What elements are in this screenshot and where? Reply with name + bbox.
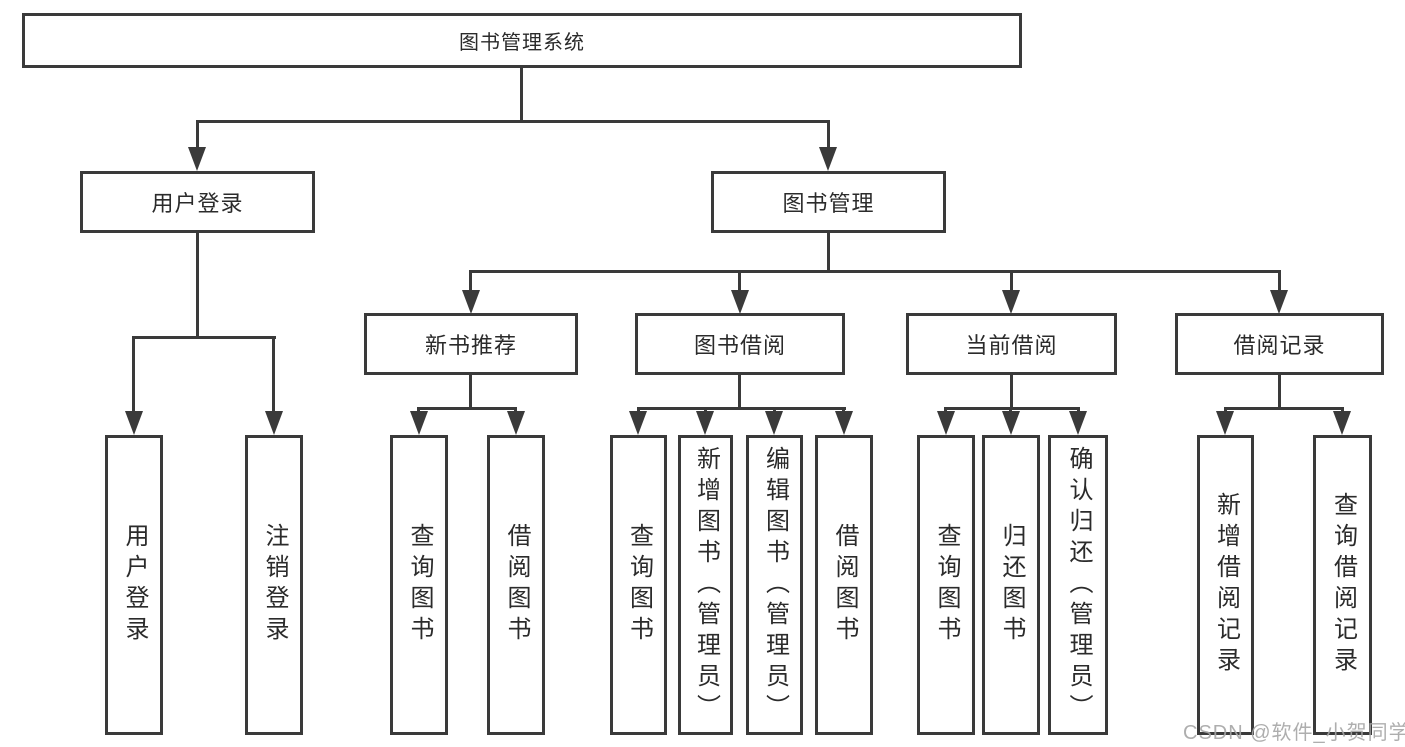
arrow-down-icon xyxy=(819,147,837,171)
connector-line xyxy=(132,336,276,339)
arrow-down-icon xyxy=(1002,290,1020,314)
node-current-borrow: 当前借阅 xyxy=(906,313,1117,375)
connector-line xyxy=(1278,375,1281,410)
connector-line xyxy=(196,120,830,123)
connector-line xyxy=(827,120,830,152)
node-label: 编辑图书（管理员） xyxy=(761,445,789,725)
arrow-down-icon xyxy=(696,411,714,435)
node-query-books: 查询图书 xyxy=(610,435,667,735)
node-book-management: 图书管理 xyxy=(711,171,946,233)
connector-line xyxy=(196,120,199,152)
node-query-borrow-record: 查询借阅记录 xyxy=(1313,435,1372,735)
node-user-login: 用户登录 xyxy=(80,171,315,233)
connector-line xyxy=(637,407,846,410)
arrow-down-icon xyxy=(1002,411,1020,435)
connector-line xyxy=(469,270,472,296)
connector-line xyxy=(520,68,523,123)
node-label: 用户登录 xyxy=(121,523,148,647)
node-label: 借阅记录 xyxy=(1233,333,1326,358)
node-return-books: 归还图书 xyxy=(982,435,1040,735)
node-label: 确认归还（管理员） xyxy=(1065,445,1092,725)
node-query-books: 查询图书 xyxy=(390,435,448,735)
arrow-down-icon xyxy=(1069,411,1087,435)
arrow-down-icon xyxy=(937,411,955,435)
arrow-down-icon xyxy=(629,411,647,435)
connector-line xyxy=(132,336,135,414)
connector-line xyxy=(1224,407,1344,410)
arrow-down-icon xyxy=(1216,411,1234,435)
connector-line xyxy=(738,375,741,410)
arrow-down-icon xyxy=(410,411,428,435)
node-confirm-return-admin: 确认归还（管理员） xyxy=(1048,435,1108,735)
node-query-books: 查询图书 xyxy=(917,435,975,735)
node-label: 借阅图书 xyxy=(503,523,530,647)
connector-line xyxy=(272,336,275,414)
node-label: 查询图书 xyxy=(625,523,653,647)
node-label: 归还图书 xyxy=(998,523,1025,647)
node-logout: 注销登录 xyxy=(245,435,303,735)
node-label: 用户登录 xyxy=(151,191,244,216)
connector-line xyxy=(1010,270,1013,296)
node-label: 图书借阅 xyxy=(693,333,786,358)
connector-line xyxy=(469,375,472,410)
node-label: 当前借阅 xyxy=(965,333,1058,358)
node-label: 查询借阅记录 xyxy=(1329,492,1357,678)
node-label: 新增借阅记录 xyxy=(1212,492,1240,678)
connector-line xyxy=(469,270,1281,273)
node-label: 图书管理系统 xyxy=(459,32,585,54)
connector-line xyxy=(1010,375,1013,410)
node-borrow-books: 借阅图书 xyxy=(487,435,545,735)
connector-line xyxy=(827,233,830,273)
connector-line xyxy=(417,407,517,410)
node-label: 新书推荐 xyxy=(424,333,517,358)
arrow-down-icon xyxy=(188,147,206,171)
node-label: 借阅图书 xyxy=(831,523,858,647)
arrow-down-icon xyxy=(731,290,749,314)
node-borrow-books: 借阅图书 xyxy=(815,435,873,735)
node-edit-book-admin: 编辑图书（管理员） xyxy=(746,435,803,735)
connector-line xyxy=(944,407,1080,410)
connector-line xyxy=(1278,270,1281,296)
node-library-system: 图书管理系统 xyxy=(22,13,1022,68)
connector-line xyxy=(196,233,199,339)
node-user-login-leaf: 用户登录 xyxy=(105,435,163,735)
node-label: 新增图书（管理员） xyxy=(692,445,720,725)
arrow-down-icon xyxy=(125,411,143,435)
arrow-down-icon xyxy=(462,290,480,314)
arrow-down-icon xyxy=(265,411,283,435)
node-add-borrow-record: 新增借阅记录 xyxy=(1197,435,1254,735)
arrow-down-icon xyxy=(507,411,525,435)
node-label: 查询图书 xyxy=(406,523,433,647)
node-label: 查询图书 xyxy=(933,523,960,647)
arrow-down-icon xyxy=(1333,411,1351,435)
node-label: 图书管理 xyxy=(782,191,875,216)
node-label: 注销登录 xyxy=(261,523,288,647)
arrow-down-icon xyxy=(1270,290,1288,314)
node-new-book-recommend: 新书推荐 xyxy=(364,313,578,375)
arrow-down-icon xyxy=(765,411,783,435)
node-borrow-records: 借阅记录 xyxy=(1175,313,1384,375)
node-add-book-admin: 新增图书（管理员） xyxy=(678,435,733,735)
arrow-down-icon xyxy=(835,411,853,435)
csdn-watermark: CSDN @软件_小贺同学 xyxy=(1183,722,1405,744)
connector-line xyxy=(738,270,741,296)
node-book-borrow: 图书借阅 xyxy=(635,313,845,375)
